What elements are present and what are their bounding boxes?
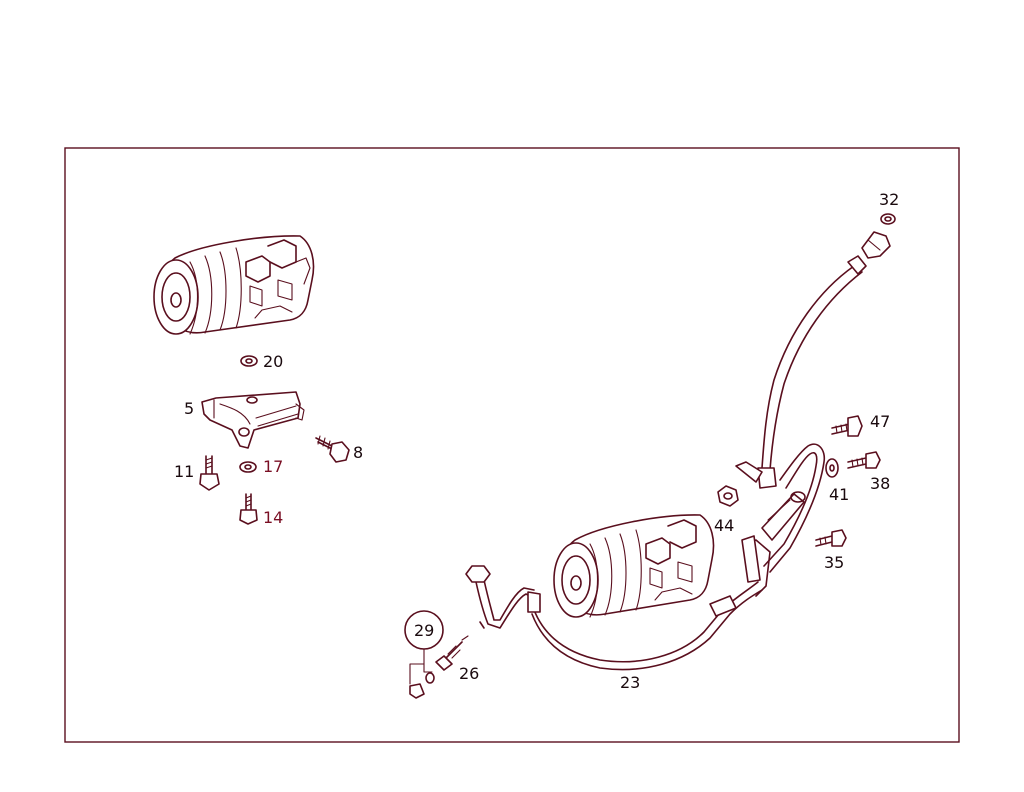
bolt-8 (315, 435, 350, 463)
callout-38: 38 (870, 474, 890, 493)
nut-44 (717, 485, 739, 507)
washer-41 (825, 458, 839, 478)
bolt-11 (199, 455, 220, 491)
bolt-47 (831, 415, 863, 437)
callout-35: 35 (824, 553, 844, 572)
bracket-5 (201, 391, 305, 449)
callout-20: 20 (263, 352, 283, 371)
callout-41: 41 (829, 485, 849, 504)
bolt-35 (815, 529, 847, 547)
callout-17: 17 (263, 457, 283, 476)
diagram-frame (64, 147, 960, 743)
callout-29: 29 (414, 621, 434, 640)
bolt-14 (239, 493, 258, 525)
o-ring-32 (880, 213, 896, 225)
washer-20 (240, 355, 258, 367)
callout-circle-29 (404, 610, 444, 699)
callout-44: 44 (714, 516, 734, 535)
callout-14: 14 (263, 508, 283, 527)
rigid-line-loop (735, 443, 826, 573)
compressor-right (553, 514, 715, 618)
bolt-38 (847, 451, 881, 469)
hose-upper (757, 231, 891, 489)
callout-32: 32 (879, 190, 899, 209)
hose-23 (465, 535, 771, 671)
valve-26 (435, 635, 469, 671)
callout-47: 47 (870, 412, 890, 431)
washer-17 (239, 461, 257, 473)
compressor-left (153, 235, 315, 335)
callout-8: 8 (353, 443, 363, 462)
callout-26: 26 (459, 664, 479, 683)
callout-23: 23 (620, 673, 640, 692)
callout-5: 5 (184, 399, 194, 418)
callout-11: 11 (174, 462, 194, 481)
